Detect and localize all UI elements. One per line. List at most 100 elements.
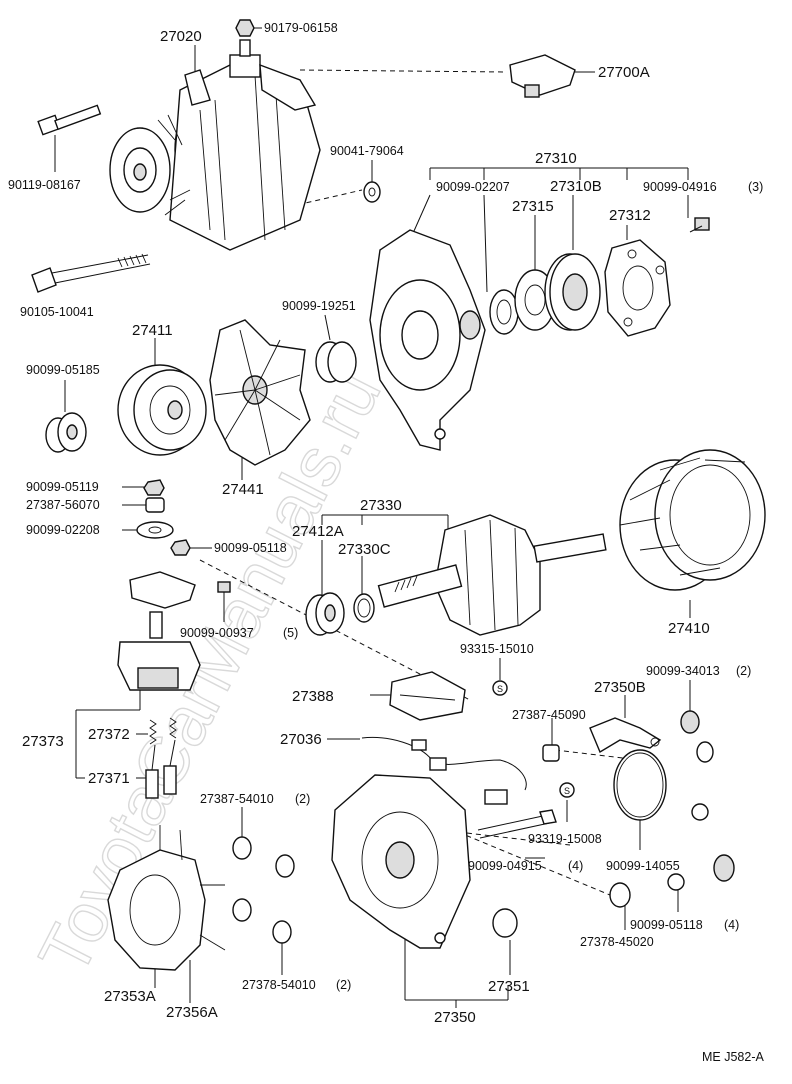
terminal-27350B [589, 717, 662, 754]
label-27330: 27330 [360, 497, 402, 514]
bush-27387-56070 [145, 497, 165, 513]
label-27378-54010: 27378-54010 [242, 978, 316, 992]
label-27310: 27310 [535, 150, 577, 167]
label-qty-27387-54010: (2) [295, 792, 310, 806]
washer-90099-02208 [136, 521, 174, 539]
bush-27378-45020 [609, 882, 631, 908]
label-27388: 27388 [292, 688, 334, 705]
rectifier-27353A [107, 825, 226, 971]
label-27411: 27411 [132, 322, 173, 339]
label-90099-05185: 90099-05185 [26, 363, 100, 377]
label-qty-90099-04915: (4) [568, 859, 583, 873]
nut-90099-05118-upper [170, 539, 191, 556]
label-90099-05119: 90099-05119 [26, 480, 99, 494]
s-marker-label: S [564, 786, 570, 796]
bolt-90099-04915 [477, 809, 557, 839]
insulator-right-lower [713, 854, 735, 882]
label-27441: 27441 [222, 481, 264, 498]
alternator-assembly-27020 [109, 39, 321, 251]
spacer-90099-19251 [315, 341, 357, 383]
label-27387-54010: 27387-54010 [200, 792, 274, 806]
footer-code: ME J582-A [702, 1050, 764, 1064]
label-27330C: 27330C [338, 541, 391, 558]
label-27036: 27036 [280, 731, 322, 748]
label-27371: 27371 [88, 770, 130, 787]
label-90099-34013: 90099-34013 [646, 664, 720, 678]
label-93319-15008: 93319-15008 [528, 832, 602, 846]
leader-lines [54, 27, 691, 1008]
insulator-27387-45090 [542, 744, 560, 762]
label-27312: 27312 [609, 207, 651, 224]
fan-27441 [209, 319, 311, 466]
cover-27388 [389, 671, 466, 721]
label-27373: 27373 [22, 733, 64, 750]
ring-27330C [353, 593, 375, 623]
label-90105-10041: 90105-10041 [20, 305, 94, 319]
label-qty-90099-05118-lower: (4) [724, 918, 739, 932]
regulator-27700A [509, 54, 576, 98]
label-90099-05118-lower: 90099-05118 [630, 918, 703, 932]
label-27387-56070: 27387-56070 [26, 498, 100, 512]
bushes-27387-54010 [232, 836, 295, 878]
rotor-27330 [377, 514, 607, 636]
label-27700A: 27700A [598, 64, 650, 81]
bolt-90119-08167 [37, 104, 102, 136]
label-93315-15010: 93315-15010 [460, 642, 534, 656]
label-27387-45090: 27387-45090 [512, 708, 586, 722]
bolt-90105-10041 [31, 253, 151, 293]
wire-27036 [361, 736, 527, 805]
label-27351: 27351 [488, 978, 530, 995]
retainer-27312 [604, 239, 671, 337]
label-90119-08167: 90119-08167 [8, 178, 81, 192]
ring-90099-02207 [489, 289, 519, 335]
label-90099-19251: 90099-19251 [282, 299, 356, 313]
label-90099-05118-upper: 90099-05118 [214, 541, 287, 555]
label-27350B: 27350B [594, 679, 646, 696]
watermark: ToyotaCarManuals.ru [24, 359, 396, 987]
part-labels: 27020 90179-06158 27700A 90119-08167 900… [8, 21, 764, 1064]
nut-90099-05119 [143, 479, 165, 496]
springs-27372 [149, 717, 177, 745]
label-27356A: 27356A [166, 1004, 218, 1021]
label-27350: 27350 [434, 1009, 476, 1026]
label-90179-06158: 90179-06158 [264, 21, 338, 35]
s-marker-label: S [497, 684, 503, 694]
bearing-27310B [544, 253, 601, 331]
screw-90099-00937 [217, 581, 231, 600]
label-qty-90099-34013: (2) [736, 664, 751, 678]
label-27353A: 27353A [104, 988, 156, 1005]
label-27410: 27410 [668, 620, 710, 637]
label-qty-27378-54010: (2) [336, 978, 351, 992]
label-27020: 27020 [160, 28, 202, 45]
label-27378-45020: 27378-45020 [580, 935, 654, 949]
label-90099-00937: 90099-00937 [180, 626, 254, 640]
rectifier-end-frame-27350 [331, 774, 471, 949]
washer-90041-79064 [363, 181, 381, 203]
label-90041-79064: 90041-79064 [330, 144, 404, 158]
label-qty-90099-04916: (3) [748, 180, 763, 194]
screw-90099-04916 [689, 217, 710, 233]
drive-end-frame-27310 [369, 229, 486, 451]
s-marker-93319-15008: S [559, 782, 575, 798]
label-27315: 27315 [512, 198, 554, 215]
label-90099-14055: 90099-14055 [606, 859, 680, 873]
label-27310B: 27310B [550, 178, 602, 195]
label-90099-04916: 90099-04916 [643, 180, 717, 194]
label-qty-90099-00937: (5) [283, 626, 298, 640]
bushes-27378-54010 [232, 898, 292, 944]
nut-90179-06158 [235, 19, 255, 37]
label-27372: 27372 [88, 726, 130, 743]
o-ring-90099-14055 [613, 749, 667, 821]
brushes-27371 [145, 739, 177, 799]
label-90099-02207: 90099-02207 [436, 180, 510, 194]
insulator-90099-34013 [680, 710, 714, 763]
bush-90099-05118-lower [667, 803, 709, 891]
stator-27410 [619, 449, 766, 591]
brush-holder-27373 [117, 571, 201, 691]
label-90099-04915: 90099-04915 [468, 859, 542, 873]
label-90099-02208: 90099-02208 [26, 523, 100, 537]
pulley-27411 [117, 364, 207, 456]
collar-90099-05185 [45, 412, 87, 453]
label-27412A: 27412A [292, 523, 344, 540]
